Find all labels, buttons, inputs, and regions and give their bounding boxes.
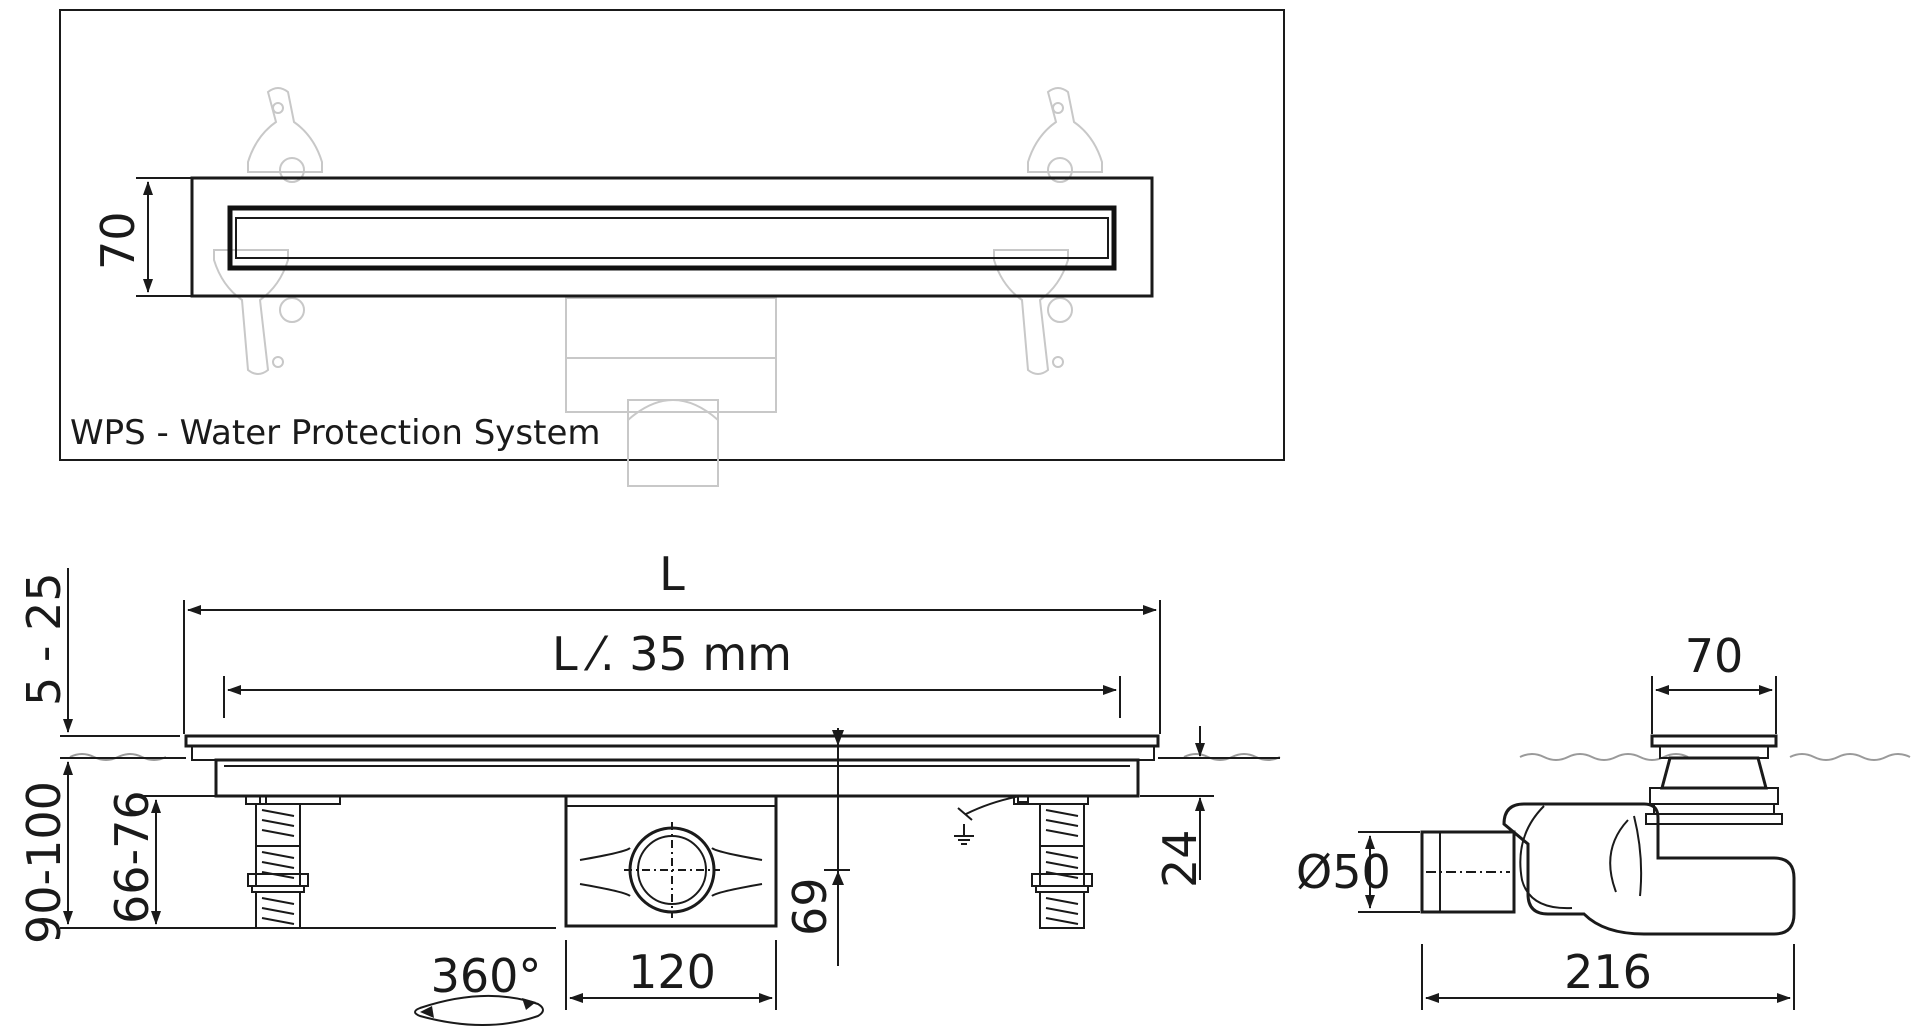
rotation-label: 360° <box>431 949 542 1003</box>
foot-height-label: 66-76 <box>105 790 159 924</box>
adjustable-foot-left <box>245 795 341 929</box>
outlet-box <box>564 794 778 928</box>
drain-slot <box>227 205 1117 271</box>
top-view: 70 WPS - Water Protection System <box>59 9 1285 487</box>
rotation-arrow-icon <box>414 994 544 1026</box>
pipe-diameter-label: Ø50 <box>1296 845 1391 899</box>
length-label: L <box>659 547 685 601</box>
outlet-width-label: 120 <box>628 945 716 999</box>
ground-symbol <box>954 795 1029 845</box>
drain-frame <box>190 176 1154 298</box>
channel-depth-label: 24 <box>1153 829 1207 888</box>
wps-caption: WPS - Water Protection System <box>70 413 601 453</box>
end-view: 70 Ø50 216 <box>1296 629 1911 1010</box>
siphon-body <box>1502 802 1796 936</box>
outlet-height-label: 69 <box>783 877 837 936</box>
end-grate <box>1650 734 1778 748</box>
mounting-bracket-right <box>993 87 1103 375</box>
total-height-label: 90-100 <box>17 781 71 944</box>
outlet-pipe <box>1420 830 1516 914</box>
end-length-label: 216 <box>1564 945 1652 999</box>
side-view: L L ⁄. 35 mm 5 - 25 90-100 66-76 69 24 <box>17 547 1281 1026</box>
top-width-label: 70 <box>91 211 145 270</box>
top-view-frame <box>59 9 1285 461</box>
adjustable-foot-right <box>1013 795 1093 929</box>
outlet-ghost <box>565 297 777 487</box>
inner-length-label: L ⁄. 35 mm <box>552 627 792 681</box>
end-width-label: 70 <box>1685 629 1744 683</box>
height-adjust-label: 5 - 25 <box>17 572 71 706</box>
mounting-bracket-left <box>213 87 323 375</box>
grate-top <box>184 734 1160 748</box>
